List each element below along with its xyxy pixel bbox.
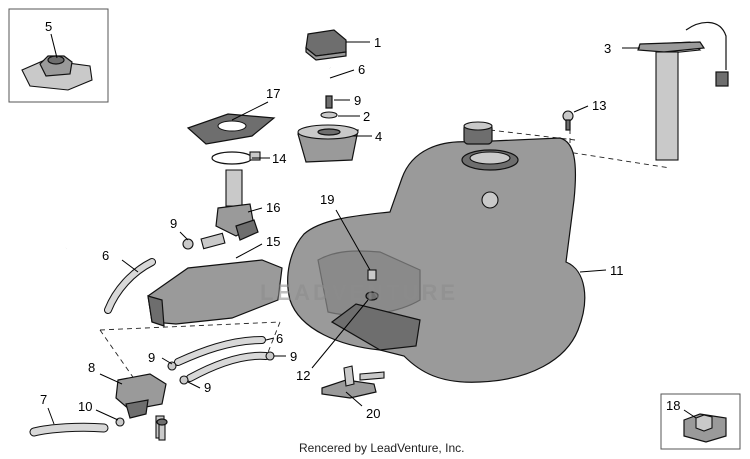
callout-2: 2 [363, 109, 370, 124]
callout-1: 1 [374, 35, 381, 50]
callout-3: 3 [604, 41, 611, 56]
watermark: LEADVENTURE [260, 280, 458, 305]
callout-7: 7 [40, 392, 47, 407]
callout-20: 20 [366, 406, 380, 421]
callout-4: 4 [375, 129, 382, 144]
fuel-cap [305, 29, 347, 61]
fuel-hose-7 [29, 422, 109, 437]
footer-credit: Rencered by LeadVenture, Inc. [299, 441, 464, 455]
callout-5: 5 [45, 19, 52, 34]
breather-hose [64, 52, 331, 249]
callout-6-top: 6 [358, 62, 365, 77]
callout-9-mid: 9 [170, 216, 177, 231]
callout-9-left: 9 [148, 350, 155, 365]
callout-9-right: 9 [290, 349, 297, 364]
gasket [186, 113, 276, 145]
small-clamps [167, 238, 275, 385]
callout-11: 11 [610, 263, 624, 278]
callout-6-left: 6 [102, 248, 109, 263]
mounting-bracket [321, 365, 385, 399]
screw [562, 110, 574, 131]
callout-13: 13 [592, 98, 606, 113]
callout-10: 10 [78, 399, 92, 414]
check-valve [320, 95, 338, 119]
inset-box-part-5 [8, 8, 109, 103]
fuel-hose-left [104, 258, 156, 314]
callout-18: 18 [666, 398, 680, 413]
valve-bolt [156, 418, 168, 441]
callout-numbers: 5 1 6 9 2 4 3 13 17 14 16 9 6 15 19 11 6… [40, 19, 680, 421]
leader-lines [47, 41, 640, 425]
callout-14: 14 [272, 151, 286, 166]
callout-9-top: 9 [354, 93, 361, 108]
filler-neck [297, 124, 359, 163]
callout-12: 12 [296, 368, 310, 383]
fuel-filter [200, 169, 259, 250]
fuel-tank [287, 121, 586, 383]
fuel-level-sender [637, 21, 729, 161]
callout-15: 15 [266, 234, 280, 249]
mounting-bolts [365, 269, 379, 301]
callout-16: 16 [266, 200, 280, 215]
callout-6-lower: 6 [276, 331, 283, 346]
callout-9-bottom: 9 [204, 380, 211, 395]
inset-box-part-18 [660, 393, 741, 450]
fuel-hoses-lower [174, 336, 270, 382]
tank-heat-shield [147, 259, 283, 327]
callout-8: 8 [88, 360, 95, 375]
callout-17: 17 [266, 86, 280, 101]
callout-19: 19 [320, 192, 334, 207]
